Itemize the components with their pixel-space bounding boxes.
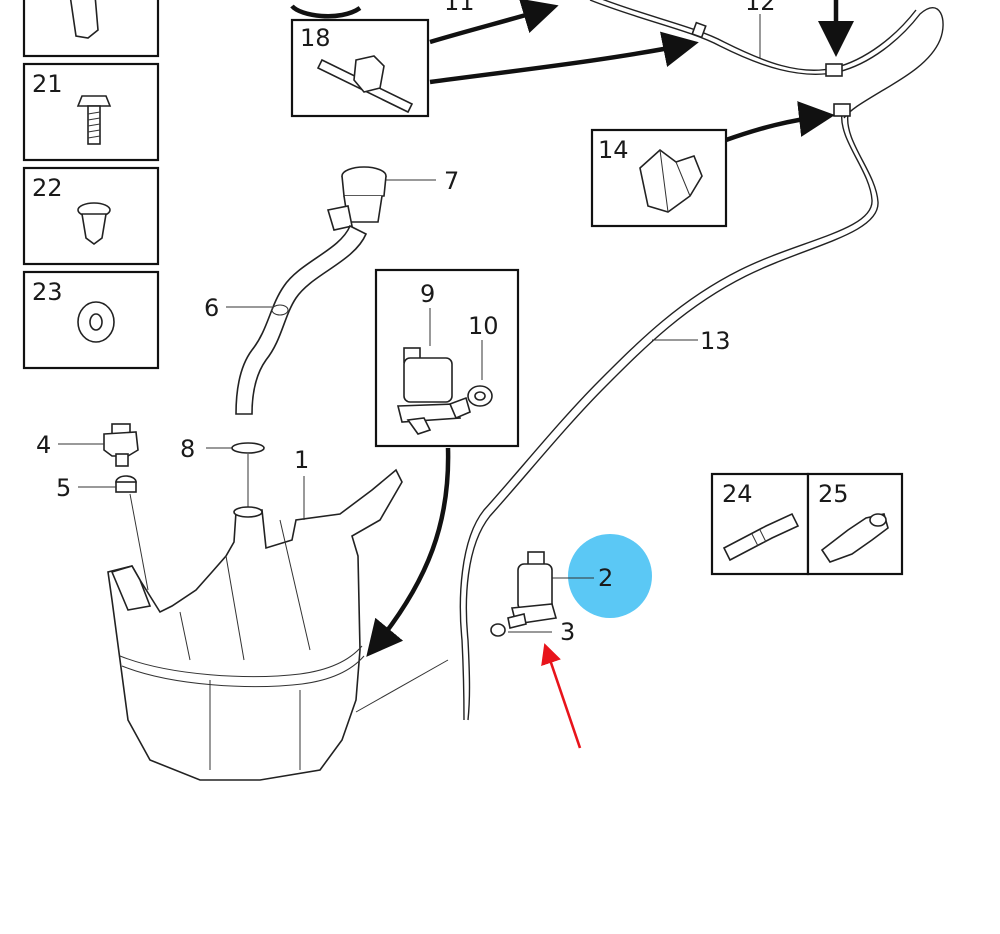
- arrow-9-to-tank: [366, 447, 451, 657]
- grommet-icon: [467, 385, 493, 407]
- box-part-18[interactable]: 18: [290, 18, 430, 118]
- pump-icon: [396, 347, 471, 435]
- callout-12: 12: [745, 0, 776, 16]
- callout-22: 22: [32, 174, 63, 202]
- highlight-circle: [568, 534, 652, 618]
- callout-14: 14: [598, 136, 629, 164]
- callout-24: 24: [722, 480, 753, 508]
- o-ring: [231, 442, 265, 454]
- clip-icon: [77, 202, 111, 245]
- callout-5: 5: [56, 474, 71, 502]
- box-part-25[interactable]: 25: [806, 472, 904, 576]
- box-part-24[interactable]: 24: [710, 472, 810, 576]
- level-sensor: [103, 423, 139, 467]
- arrow-14-to-hose: [725, 101, 835, 143]
- callout-3: 3: [560, 618, 575, 646]
- callout-10: 10: [468, 312, 499, 340]
- callout-4: 4: [36, 431, 51, 459]
- callout-23: 23: [32, 278, 63, 306]
- filler-cap: [326, 166, 387, 231]
- callout-11: 11: [444, 0, 475, 16]
- filler-hose: [235, 224, 368, 415]
- bolt-icon: [76, 95, 112, 145]
- callout-18: 18: [300, 24, 331, 52]
- washer-reservoir: [107, 468, 403, 781]
- box-top-partial: [22, 0, 160, 58]
- callout-21: 21: [32, 70, 63, 98]
- grommet-5: [115, 475, 137, 493]
- callout-9: 9: [420, 280, 435, 308]
- box-part-21[interactable]: 21: [22, 62, 160, 162]
- hose-12: [589, 0, 944, 119]
- arrow-18-to-11: [429, 0, 559, 45]
- hose-holder-icon: [639, 148, 703, 213]
- leader-tank-hose: [355, 659, 449, 713]
- arrow-18-to-12: [429, 31, 699, 85]
- washer-icon: [77, 301, 115, 343]
- box-part-9-10[interactable]: 9 10: [374, 268, 520, 448]
- box-part-23[interactable]: 23: [22, 270, 160, 370]
- callout-7: 7: [444, 167, 459, 195]
- arrow-top-loop: [290, 4, 362, 19]
- connector-24-icon: [722, 512, 800, 562]
- callout-13: 13: [700, 327, 731, 355]
- leader-5-to-tank: [129, 493, 149, 591]
- red-pointer-arrow: [541, 643, 582, 749]
- callout-2[interactable]: 2: [598, 564, 613, 592]
- seal-3: [490, 623, 506, 637]
- hose-13: [459, 103, 879, 721]
- connector-25-icon: [820, 513, 889, 563]
- washer-pump[interactable]: [507, 551, 558, 629]
- callout-6: 6: [204, 294, 219, 322]
- hose-clip-icon: [316, 55, 414, 114]
- box-part-14[interactable]: 14: [590, 128, 728, 228]
- callout-8: 8: [180, 435, 195, 463]
- box-part-22[interactable]: 22: [22, 166, 160, 266]
- callout-25: 25: [818, 480, 849, 508]
- callout-1: 1: [294, 446, 309, 474]
